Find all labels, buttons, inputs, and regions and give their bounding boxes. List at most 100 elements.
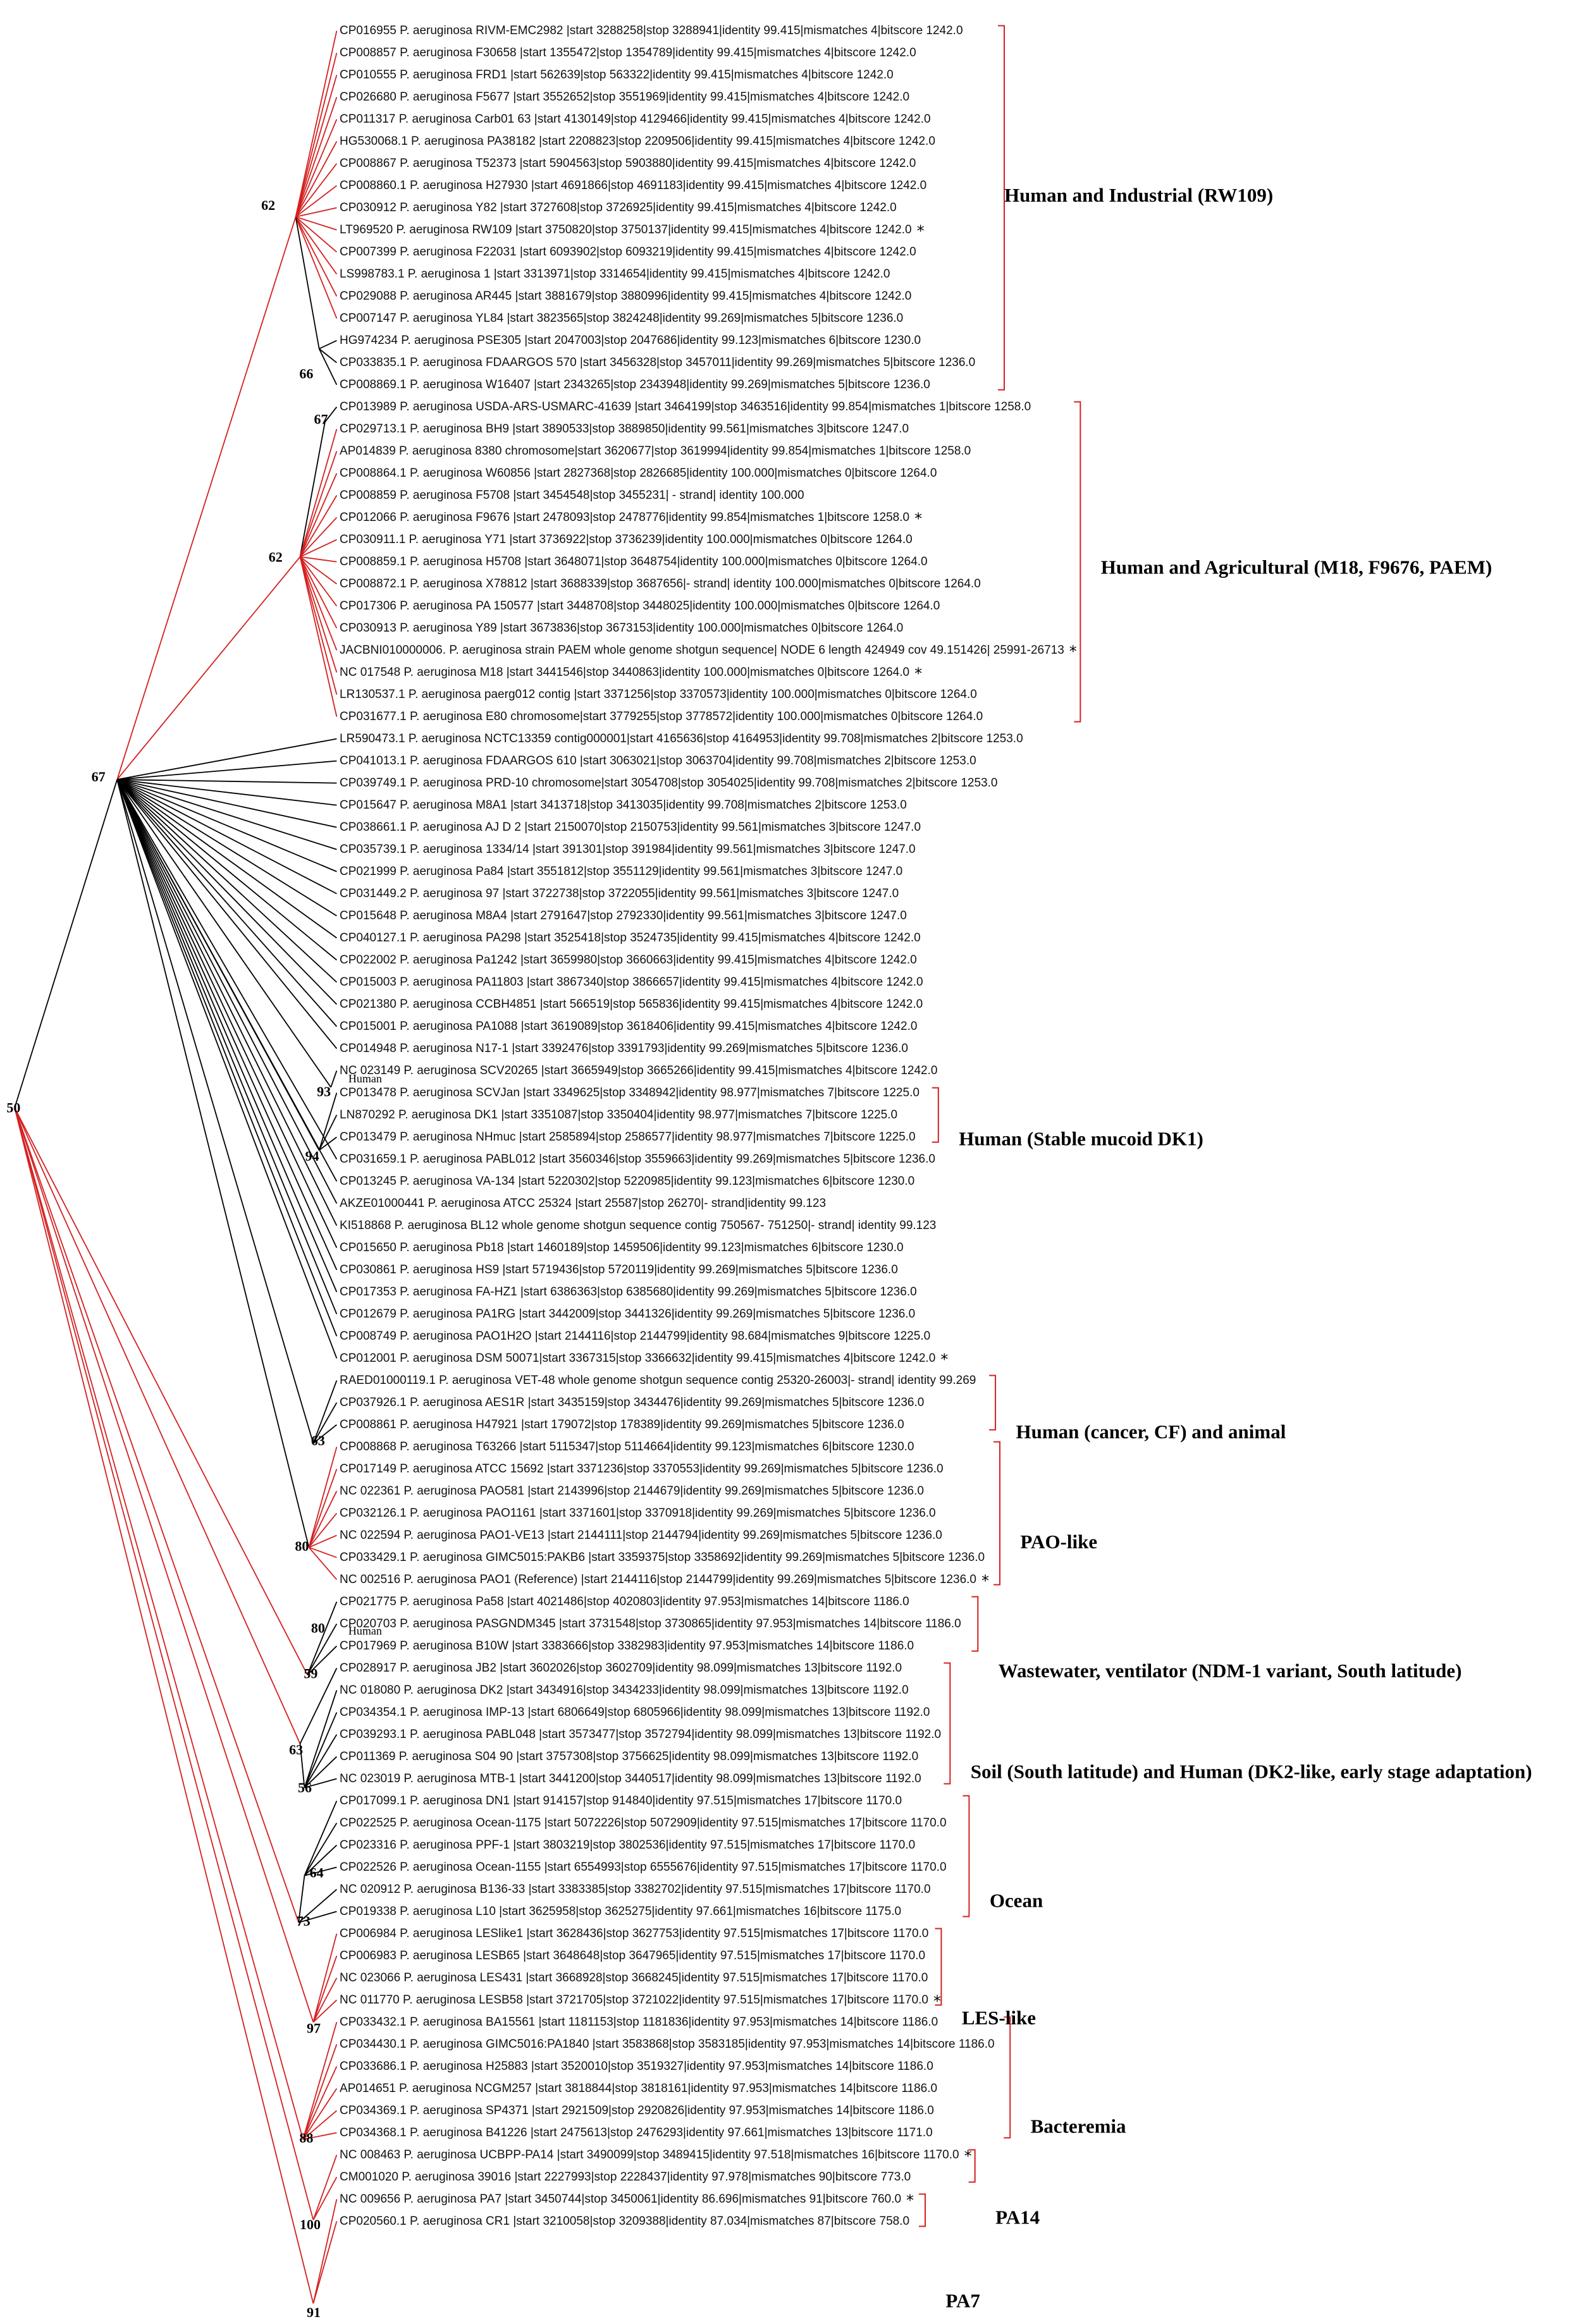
leaf-label: NC 023019 P. aeruginosa MTB-1 |start 344… [340,1772,921,1785]
reference-star: * [933,1993,941,2010]
branch-les [312,1999,338,2023]
leaf-label: CP033432.1 P. aeruginosa BA15561 |start … [340,2015,938,2029]
leaf-label: HG974234 P. aeruginosa PSE305 |start 204… [340,334,921,347]
leaf-label: LS998783.1 P. aeruginosa 1 |start 331397… [340,267,890,281]
branch-agricultural [299,556,338,651]
bootstrap-labels: 6266676267509394638080596356647397881009… [6,197,382,2320]
leaf-label: LN870292 P. aeruginosa DK1 |start 335108… [340,1108,897,1122]
leaf-label: CP012066 P. aeruginosa F9676 |start 2478… [340,511,909,524]
bootstrap-value: 100 [300,2217,321,2232]
branch-scv [330,1070,338,1088]
leaf-label: CP007399 P. aeruginosa F22031 |start 609… [340,245,916,259]
leaf-label: LR130537.1 P. aeruginosa paerg012 contig… [340,688,977,701]
group-bracket [994,1441,1001,1586]
branch-internal [299,1744,305,1788]
branch-dk1 [318,1115,338,1151]
branch-soil [304,1690,338,1788]
leaf-label: CP015003 P. aeruginosa PA11803 |start 38… [340,975,923,989]
leaf-label: CP031449.2 P. aeruginosa 97 |start 37227… [340,887,899,900]
leaf-label: CP010555 P. aeruginosa FRD1 |start 56263… [340,68,894,82]
leaf-label: NC 022361 P. aeruginosa PAO581 |start 21… [340,1484,924,1498]
leaf-label: CP030913 P. aeruginosa Y89 |start 367383… [340,621,903,635]
leaf-label: AP014839 P. aeruginosa 8380 chromosome|s… [340,444,971,458]
leaf-label: NC 008463 P. aeruginosa UCBPP-PA14 |star… [340,2148,959,2162]
leaf-label: CP013478 P. aeruginosa SCVJan |start 334… [340,1086,920,1099]
leaf-label: CP014948 P. aeruginosa N17-1 |start 3392… [340,1042,908,1055]
tree-branches [14,30,338,2304]
branch-bacteremia [302,2044,338,2140]
group-bracket [968,2149,976,2183]
branch-agricultural [300,556,337,585]
leaf-label: CP015648 P. aeruginosa M8A4 |start 27916… [340,909,907,922]
leaf-label: CP008872.1 P. aeruginosa X78812 |start 3… [340,577,981,590]
branch-agricultural [299,556,338,629]
leaf-label: CP015650 P. aeruginosa Pb18 |start 14601… [340,1241,904,1254]
leaf-label: CP030911.1 P. aeruginosa Y71 |start 3736… [340,533,913,546]
branch-polytomy [116,779,338,1027]
leaf-label: CP030861 P. aeruginosa HS9 |start 571943… [340,1263,898,1276]
leaf-label: CP031677.1 P. aeruginosa E80 chromosome|… [340,710,983,723]
leaf-label: CP035739.1 P. aeruginosa 1334/14 |start … [340,843,916,856]
leaf-label: CP031659.1 P. aeruginosa PABL012 |start … [340,1153,935,1166]
branch-internal [116,779,314,1444]
leaf-label: CP030912 P. aeruginosa Y82 |start 372760… [340,201,897,214]
leaf-label: NC 023066 P. aeruginosa LES431 |start 36… [340,1971,928,1985]
branch-industrial [295,216,337,253]
branch-bacteremia [302,2088,338,2140]
branch-ocean [298,1888,337,1923]
leaf-label: CP026680 P. aeruginosa F5677 |start 3552… [340,90,909,104]
branch-polytomy [116,779,337,961]
leaf-label: CP022002 P. aeruginosa Pa1242 |start 365… [340,953,917,967]
bootstrap-value: 62 [261,197,275,213]
group-label: LES-like [962,2007,1036,2029]
leaf-label: CP015647 P. aeruginosa M8A1 |start 34137… [340,798,907,812]
branch-agricultural [300,556,337,563]
branch-root [14,1107,308,1675]
leaf-label: CP008861 P. aeruginosa H47921 |start 179… [340,1418,904,1431]
branch-industrial [295,185,337,217]
leaf-label: CP039293.1 P. aeruginosa PABL048 |start … [340,1728,941,1741]
branch-root [14,1108,314,2220]
group-label: Human and Industrial (RW109) [1004,184,1273,206]
leaf-label: CP008864.1 P. aeruginosa W60856 |start 2… [340,467,937,480]
leaf-label: NC 020912 P. aeruginosa B136-33 |start 3… [340,1883,931,1896]
branch-les [312,1978,338,2022]
branch-internal [295,216,320,349]
leaf-label: AKZE01000441 P. aeruginosa ATCC 25324 |s… [340,1197,826,1210]
group-label: Ocean [990,1890,1043,1912]
bootstrap-value: 64 [310,1865,324,1881]
bootstrap-value: 59 [304,1665,317,1681]
reference-star: * [1069,643,1077,661]
leaf-label: CP008860.1 P. aeruginosa H27930 |start 4… [340,179,926,192]
leaf-label: CP008868 P. aeruginosa T63266 |start 511… [340,1440,914,1453]
branch-industrial [295,141,338,217]
leaf-label: CP012001 P. aeruginosa DSM 50071|start 3… [340,1352,935,1365]
leaf-label: CP023316 P. aeruginosa PPF-1 |start 3803… [340,1838,915,1852]
leaf-label: CP011317 P. aeruginosa Carb01 63 |start … [340,113,931,126]
branch-bacteremia [302,2132,337,2140]
bootstrap-value: 63 [289,1742,303,1758]
leaf-label: CP040127.1 P. aeruginosa PA298 |start 35… [340,931,921,945]
leaf-label: CP013989 P. aeruginosa USDA-ARS-USMARC-4… [340,400,1031,413]
group-label: PA14 [995,2206,1040,2228]
branch-ocean [298,1911,337,1923]
branch-polytomy [116,779,337,895]
bootstrap-value: 97 [307,2020,321,2036]
leaf-label: CP013245 P. aeruginosa VA-134 |start 522… [340,1175,914,1188]
group-bracket [918,2193,926,2227]
group-bracket [989,1374,997,1431]
leaf-label: CP032126.1 P. aeruginosa PAO1161 |start … [340,1507,936,1520]
group-brackets [918,25,1081,2227]
host-label: Human [348,1072,382,1085]
leaf-label: CP038661.1 P. aeruginosa AJ D 2 |start 2… [340,821,921,834]
branch-industrial [295,216,338,297]
branch-agricultural [300,539,337,558]
branch-polytomy [116,779,338,1292]
bootstrap-value: 91 [307,2304,321,2320]
leaf-label: CP016955 P. aeruginosa RIVM-EMC2982 |sta… [340,24,963,37]
branch-internal [116,216,297,780]
leaf-label: CP022525 P. aeruginosa Ocean-1175 |start… [340,1816,947,1830]
leaf-label: CP034430.1 P. aeruginosa GIMC5016:PA1840… [340,2038,995,2051]
leaf-label: CP017969 P. aeruginosa B10W |start 33836… [340,1639,914,1653]
